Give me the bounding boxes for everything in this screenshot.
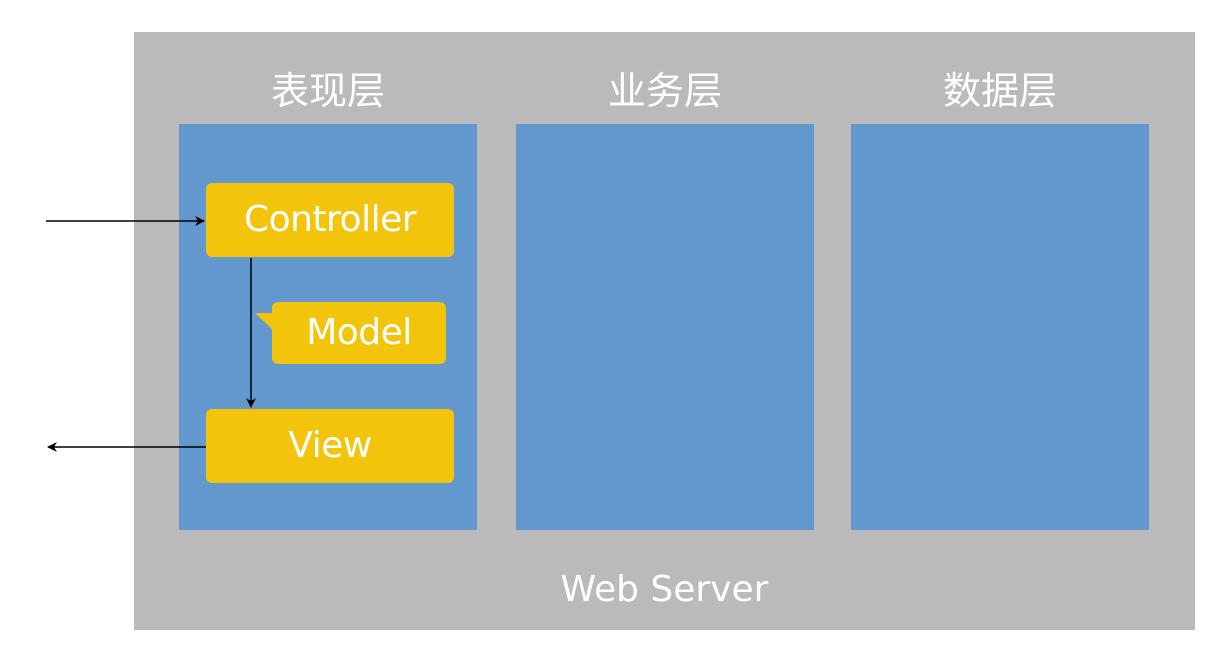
business-layer-title: 业务层 xyxy=(607,69,722,113)
presentation-layer-title: 表现层 xyxy=(270,69,385,113)
web-server-label: Web Server xyxy=(560,569,769,610)
data-layer-title: 数据层 xyxy=(942,69,1057,113)
model-callout-tail xyxy=(255,313,274,331)
view-block: View xyxy=(206,409,454,483)
data-layer-panel xyxy=(851,124,1149,530)
model-block: Model xyxy=(272,302,446,364)
business-layer-panel xyxy=(516,124,814,530)
controller-block: Controller xyxy=(206,183,454,257)
